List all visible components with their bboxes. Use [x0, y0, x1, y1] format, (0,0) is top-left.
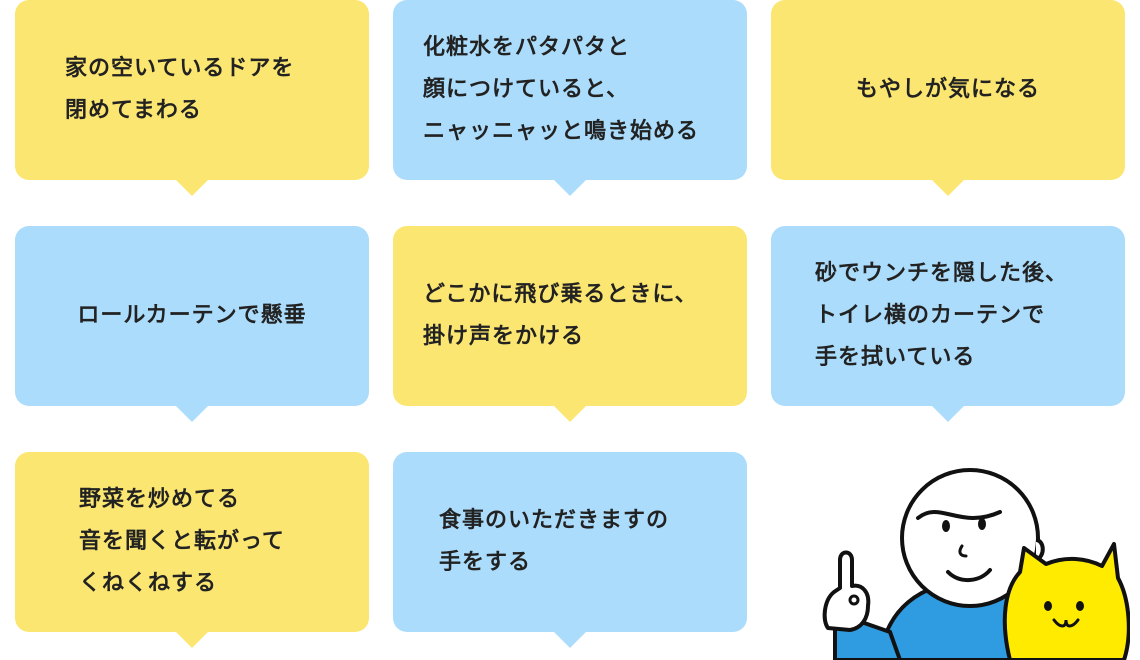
- person-with-cat-illustration: [822, 468, 1130, 660]
- bubble-text: 家の空いているドアを 閉めてまわる: [65, 56, 295, 123]
- yellow-cat-icon: [1002, 542, 1130, 660]
- person-head: [900, 468, 1045, 608]
- speech-bubble-2: 化粧水をパタパタと 顔につけていると、 ニャッニャッと鳴き始める: [393, 0, 747, 196]
- bubble-text: 砂でウンチを隠した後、 トイレ横のカーテンで 手を拭いている: [815, 261, 1069, 370]
- speech-bubble-6: 砂でウンチを隠した後、 トイレ横のカーテンで 手を拭いている: [771, 226, 1125, 422]
- bubble-text: どこかに飛び乗るときに、 掛け声をかける: [423, 282, 698, 349]
- speech-bubble-3: もやしが気になる: [771, 0, 1125, 196]
- speech-bubble-8: 食事のいただきますの 手をする: [393, 452, 747, 648]
- bubble-text: もやしが気になる: [855, 77, 1040, 102]
- bubble-text: 化粧水をパタパタと 顔につけていると、 ニャッニャッと鳴き始める: [423, 35, 700, 144]
- bubble-text: 食事のいただきますの 手をする: [439, 508, 670, 575]
- person-pointing-icon: [822, 550, 871, 632]
- bubble-text: 野菜を炒めてる 音を聞くと転がって くねくねする: [79, 487, 285, 596]
- speech-bubble-7: 野菜を炒めてる 音を聞くと転がって くねくねする: [15, 452, 369, 648]
- speech-bubble-5: どこかに飛び乗るときに、 掛け声をかける: [393, 226, 747, 422]
- speech-bubble-1: 家の空いているドアを 閉めてまわる: [15, 0, 369, 196]
- bubble-text: ロールカーテンで懸垂: [77, 303, 307, 328]
- speech-bubble-4: ロールカーテンで懸垂: [15, 226, 369, 422]
